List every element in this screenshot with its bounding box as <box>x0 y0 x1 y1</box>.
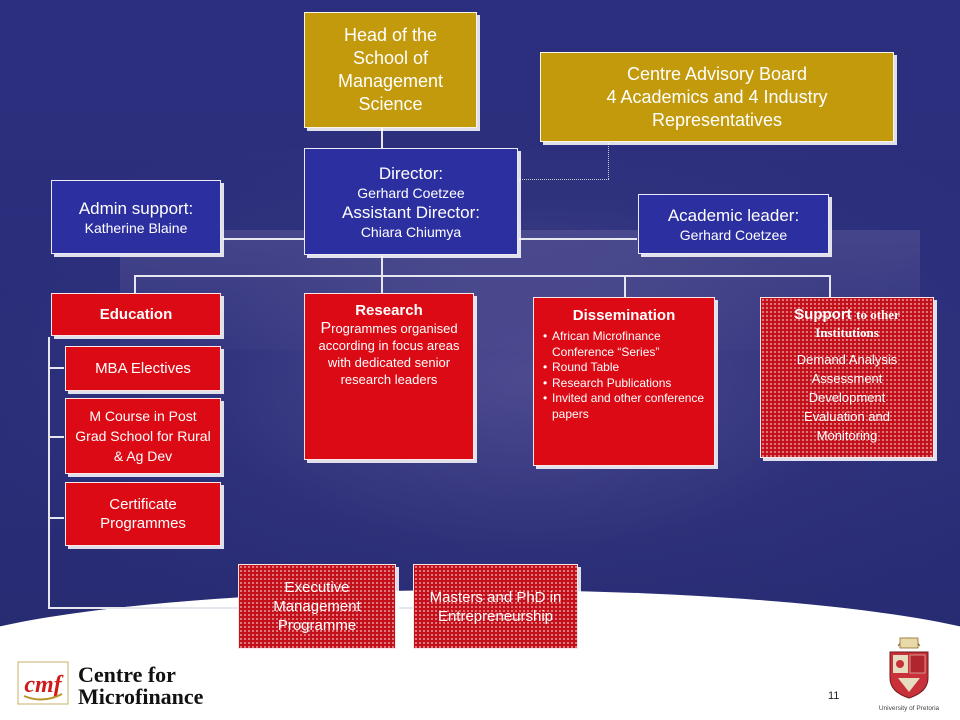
certificate-programmes-label: Certificate Programmes <box>100 496 186 532</box>
university-name: University of Pretoria <box>879 705 940 712</box>
research-box: Research Programmes organised according … <box>304 293 474 460</box>
research-body-text: rogrammes organised according in focus a… <box>318 321 460 387</box>
dissemination-item: Invited and other conference papers <box>542 391 708 422</box>
research-title: Research <box>355 302 423 319</box>
assistant-director-name: Chiara Chiumya <box>360 223 462 240</box>
academic-leader-box: Academic leader: Gerhard Coetzee <box>638 194 829 254</box>
connector-research <box>381 275 383 293</box>
dissemination-item: Research Publications <box>542 376 708 392</box>
assistant-director-title: Assistant Director: <box>342 202 480 222</box>
cmf-logo-letters: cmf <box>24 672 63 698</box>
dissemination-box: Dissemination African Microfinance Confe… <box>533 297 715 466</box>
connector-director-down <box>381 256 383 276</box>
logo-line-1: Centre for <box>78 662 176 687</box>
director-box: Director: Gerhard Coetzee Assistant Dire… <box>304 148 518 255</box>
support-title-line: Support to other Institutions <box>761 306 933 342</box>
academic-leader-name: Gerhard Coetzee <box>679 226 788 243</box>
connector-mba <box>48 367 64 369</box>
head-of-school-label: Head of the School of Management Science <box>337 25 444 114</box>
research-body-initial: P <box>320 320 332 337</box>
connector-director-academic <box>519 238 637 240</box>
connector-head-director <box>381 128 383 150</box>
mba-electives-label: MBA Electives <box>95 360 191 377</box>
dissemination-list: African Microfinance Conference “Series”… <box>534 329 714 422</box>
connector-division-bar <box>134 275 831 277</box>
dissemination-item: Round Table <box>542 360 708 376</box>
education-box: Education <box>51 293 221 336</box>
centre-logo-text: Centre for Microfinance <box>78 664 203 708</box>
certificate-programmes-box: Certificate Programmes <box>65 482 221 546</box>
page-number: 11 <box>828 690 840 702</box>
head-of-school-box: Head of the School of Management Science <box>304 12 477 128</box>
connector-advisory-horizontal <box>519 179 609 180</box>
connector-support <box>829 275 831 297</box>
executive-programme-box: Executive Management Programme <box>238 564 396 649</box>
connector-mcourse <box>48 436 64 438</box>
connector-certificate <box>48 517 64 519</box>
mba-electives-box: MBA Electives <box>65 346 221 391</box>
dissemination-title: Dissemination <box>572 307 676 324</box>
research-body: Programmes organised according in focus … <box>305 320 473 388</box>
support-institutions-box: Support to other Institutions Demand Ana… <box>760 297 934 458</box>
cmf-logo-icon: cmf <box>17 661 69 705</box>
connector-dissemination <box>624 275 626 297</box>
executive-programme-label: Executive Management Programme <box>273 579 361 634</box>
director-title: Director: <box>378 163 444 183</box>
advisory-board-members: 4 Academics and 4 Industry Representativ… <box>606 86 828 130</box>
connector-education-spine <box>48 337 50 608</box>
education-label: Education <box>99 306 173 323</box>
advisory-board-title: Centre Advisory Board <box>626 63 808 84</box>
connector-advisory-vertical <box>608 143 609 179</box>
connector-bottom <box>48 607 238 609</box>
logo-line-2: Microfinance <box>78 684 204 709</box>
masters-phd-box: Masters and PhD in Entrepreneurship <box>413 564 578 649</box>
admin-support-box: Admin support: Katherine Blaine <box>51 180 221 254</box>
masters-phd-label: Masters and PhD in Entrepreneurship <box>429 588 562 625</box>
advisory-board-box: Centre Advisory Board 4 Academics and 4 … <box>540 52 894 142</box>
connector-admin-director <box>223 238 305 240</box>
dissemination-item: African Microfinance Conference “Series” <box>542 329 708 360</box>
university-crest-icon: University of Pretoria <box>879 637 940 712</box>
support-title-suffix: to other Institutions <box>815 307 900 340</box>
m-course-box: M Course in Post Grad School for Rural &… <box>65 398 221 474</box>
connector-exec-masters <box>397 607 414 609</box>
footer-band <box>0 648 960 720</box>
support-body: Demand Analysis Assessment Development E… <box>796 352 898 443</box>
connector-education <box>134 275 136 293</box>
admin-support-name: Katherine Blaine <box>84 219 188 236</box>
academic-leader-title: Academic leader: <box>667 205 800 225</box>
admin-support-title: Admin support: <box>78 198 194 218</box>
m-course-label: M Course in Post Grad School for Rural &… <box>75 408 211 464</box>
support-title: Support <box>794 306 852 323</box>
director-name: Gerhard Coetzee <box>357 184 465 201</box>
